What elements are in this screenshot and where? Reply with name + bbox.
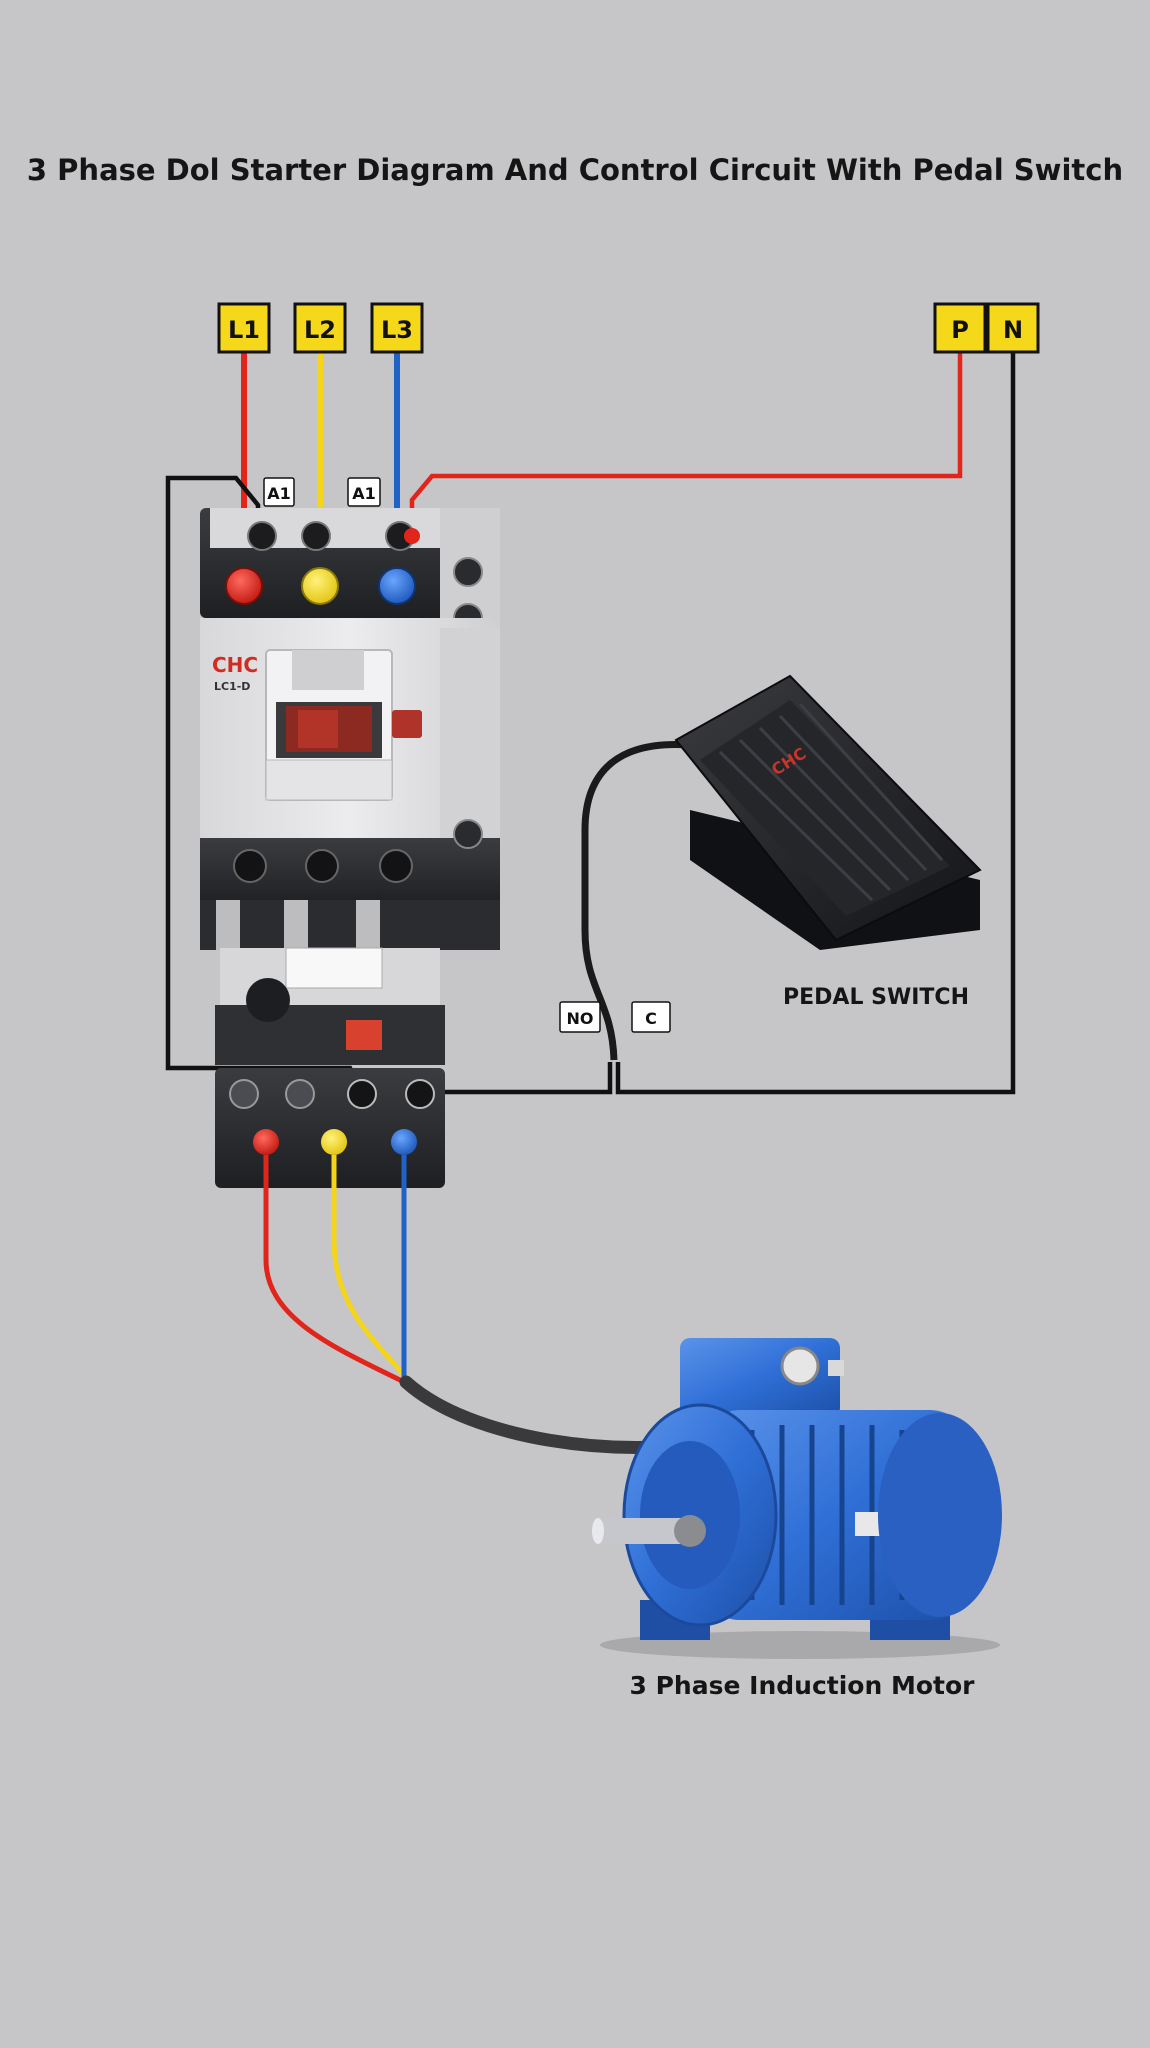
overload-t3-screw (391, 1129, 417, 1155)
induction-motor (592, 1338, 1002, 1659)
terminal-l1-label: L1 (228, 316, 260, 344)
diagram-title: 3 Phase Dol Starter Diagram And Control … (27, 153, 1123, 187)
c-label: C (645, 1009, 657, 1028)
a1-left-tag: A1 (263, 477, 295, 507)
coil-terminal-mid (301, 521, 331, 551)
no-label: NO (567, 1009, 594, 1028)
terminal-l2-label: L2 (304, 316, 336, 344)
motor-wire-red (263, 1155, 406, 1385)
terminal-p: P (933, 302, 987, 354)
terminal-l3: L3 (370, 302, 424, 354)
wire-no (420, 1062, 613, 1095)
terminal-l1: L1 (217, 302, 271, 354)
terminal-n: N (986, 302, 1040, 354)
contactor-brand: CHC (212, 653, 258, 677)
contactor-l1-screw (225, 567, 263, 605)
c-tag: C (631, 1001, 671, 1033)
pedal-switch-label: PEDAL SWITCH (783, 985, 969, 1010)
pedal-switch: CHC (674, 674, 982, 950)
overload-terminal-95 (347, 1079, 377, 1109)
terminal-p-label: P (951, 316, 969, 344)
a1-right-label: A1 (352, 484, 376, 503)
overload-terminal-96 (405, 1079, 435, 1109)
pedal-cable (581, 740, 691, 1061)
terminal-l3-label: L3 (381, 316, 413, 344)
terminal-l2: L2 (293, 302, 347, 354)
a1-left-label: A1 (267, 484, 291, 503)
terminal-n-label: N (1003, 316, 1023, 344)
a1-right-tag: A1 (347, 477, 381, 507)
overload-relay (215, 947, 445, 1188)
wire-p (409, 350, 963, 535)
coil-terminal-a1-left (247, 521, 277, 551)
contactor-model: LC1-D (214, 680, 250, 693)
overload-t1-screw (253, 1129, 279, 1155)
overload-t2-screw (321, 1129, 347, 1155)
motor-wire-yellow (331, 1155, 410, 1382)
contactor-l2-screw (301, 567, 339, 605)
contactor: CHC LC1-D (200, 508, 500, 950)
wire-n (615, 350, 1016, 1095)
contactor-l3-screw (378, 567, 416, 605)
no-tag: NO (559, 1001, 601, 1033)
motor-label: 3 Phase Induction Motor (630, 1671, 976, 1700)
